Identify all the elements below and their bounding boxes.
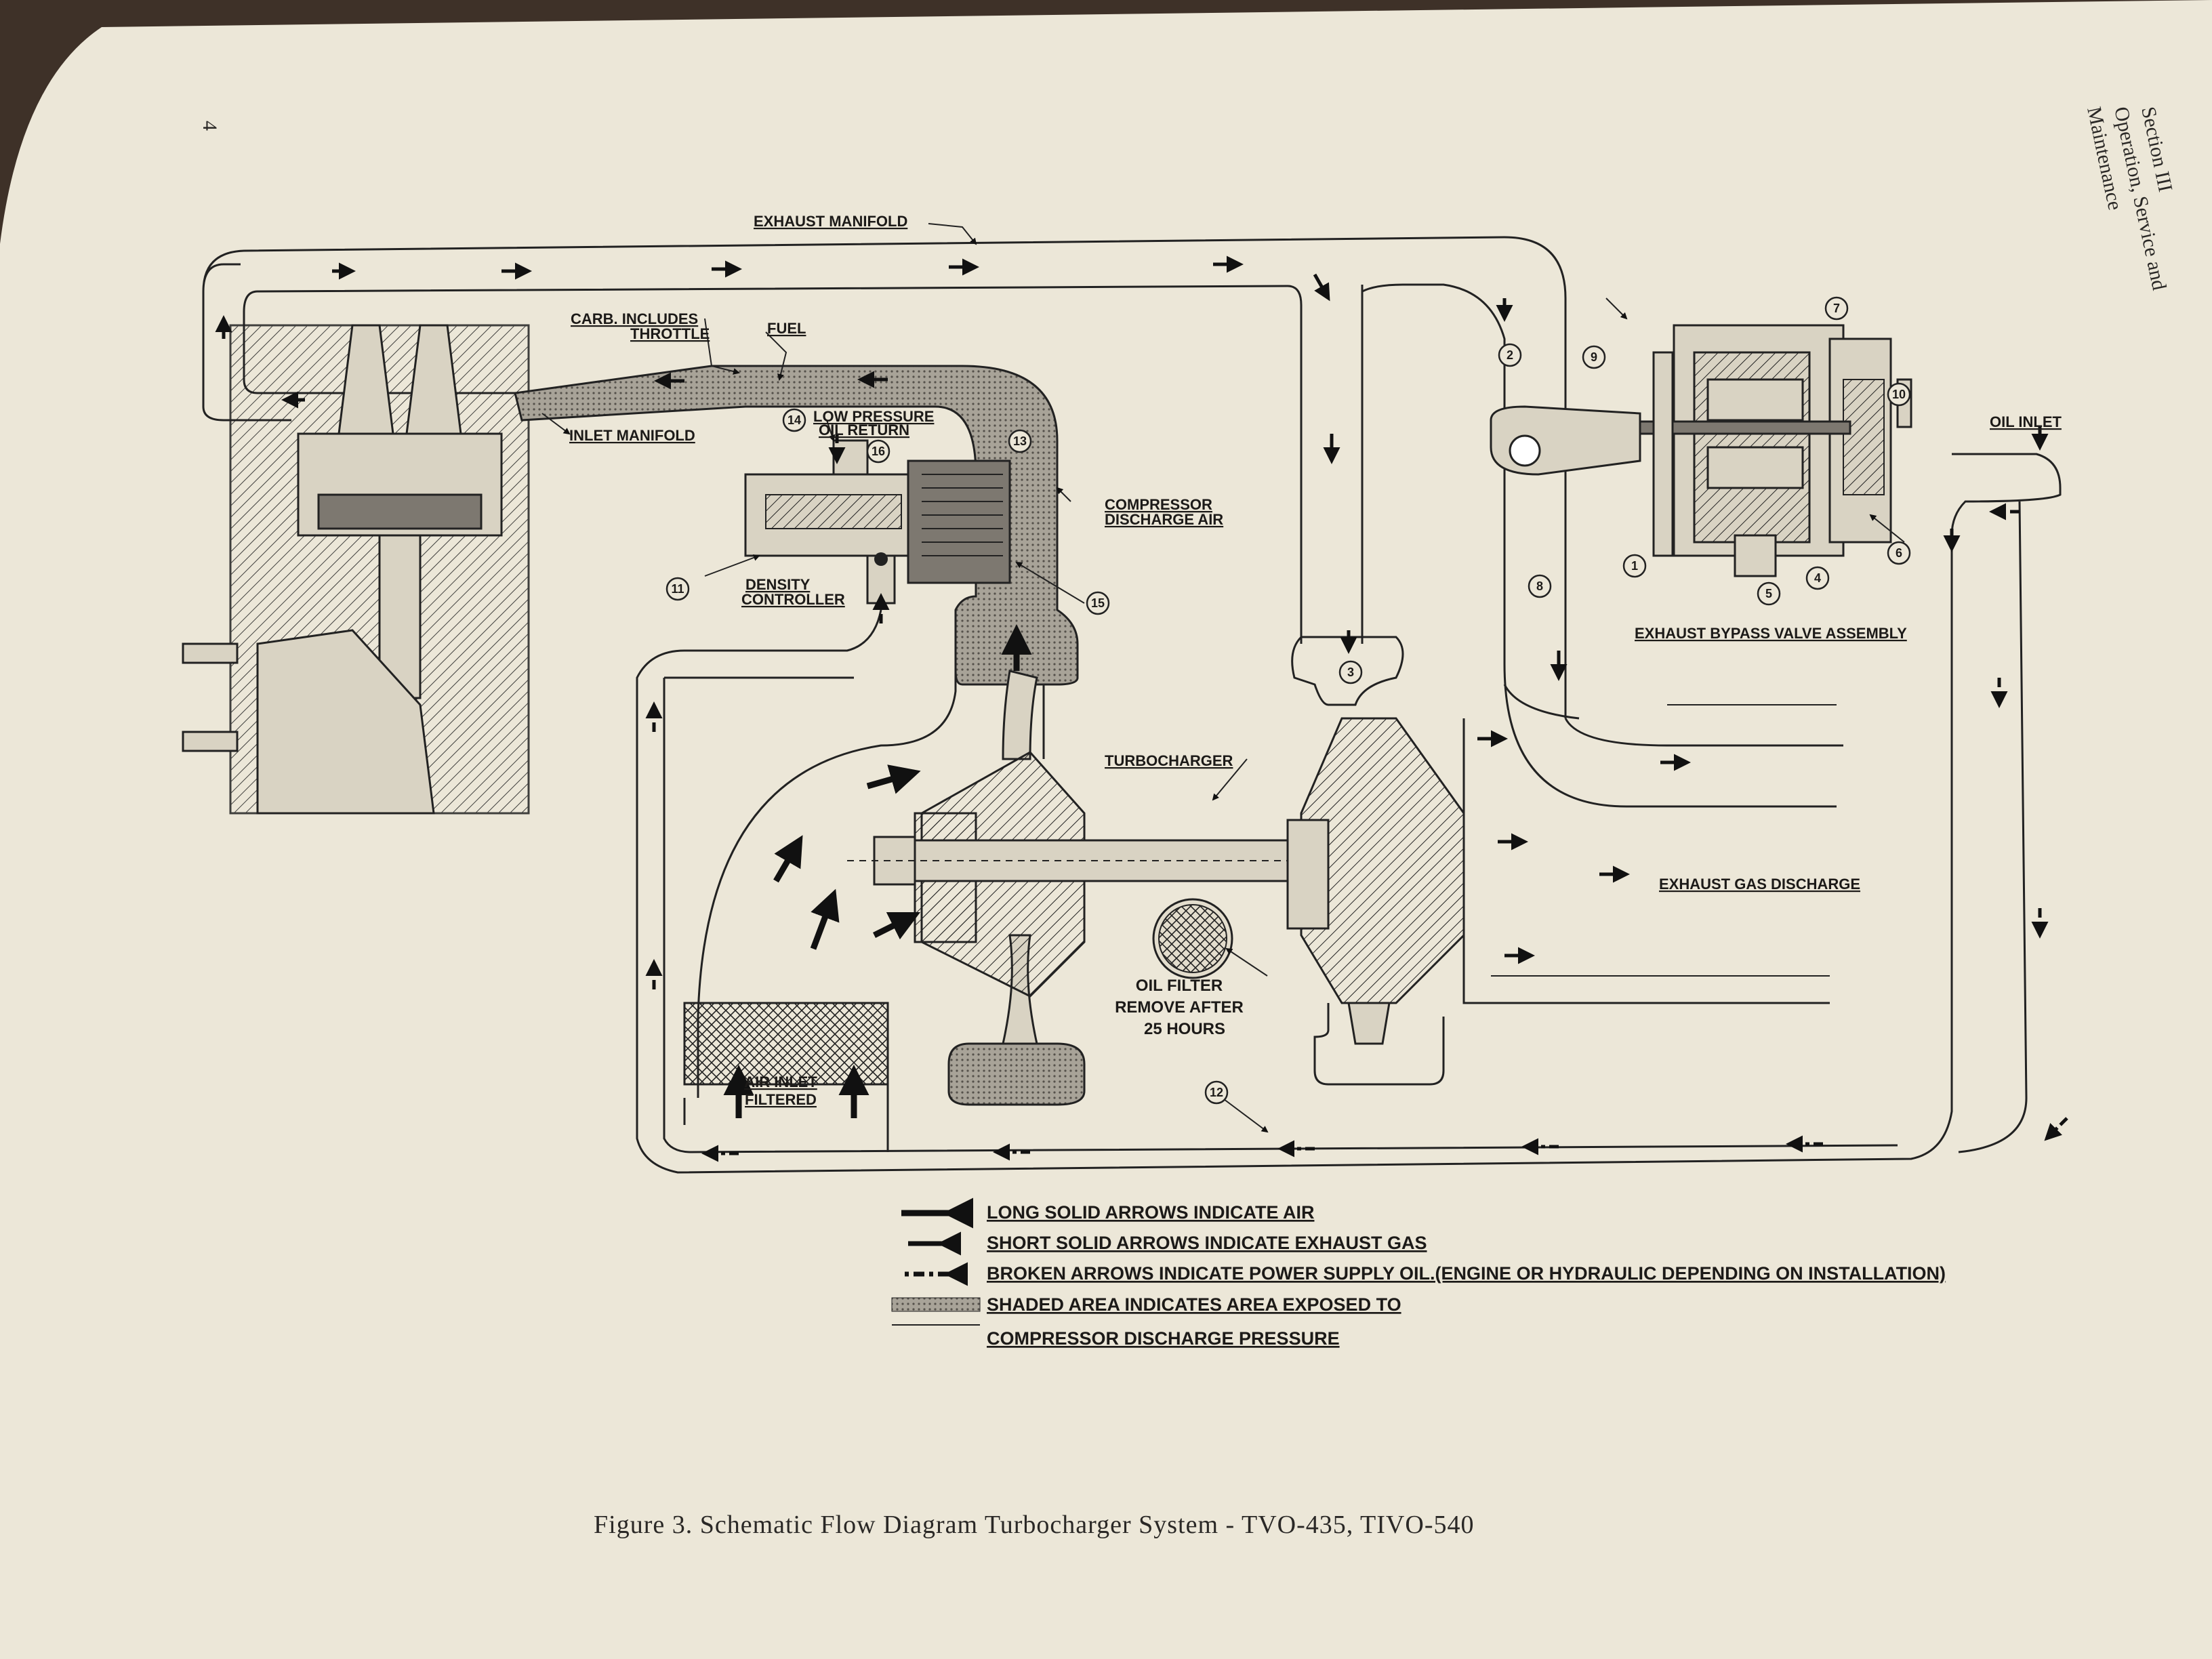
callout-3: 3 — [1338, 660, 1363, 684]
svg-text:7: 7 — [1833, 302, 1840, 315]
callout-7: 7 — [1824, 296, 1849, 321]
exhaust-bypass-valve — [1490, 324, 1912, 577]
callout-13: 13 — [1008, 429, 1032, 453]
callout-14: 14 — [782, 408, 806, 432]
label-compressor: COMPRESSOR — [1105, 496, 1212, 513]
callout-16: 16 — [866, 439, 890, 464]
legend-row-air: LONG SOLID ARROWS INDICATE AIR — [901, 1197, 1314, 1229]
svg-text:3: 3 — [1347, 665, 1354, 679]
engine-cylinder — [182, 324, 530, 815]
callout-5: 5 — [1757, 581, 1781, 606]
label-oil-return: OIL RETURN — [819, 422, 909, 438]
svg-text:BROKEN ARROWS INDICATE POWER S: BROKEN ARROWS INDICATE POWER SUPPLY OIL.… — [987, 1263, 1946, 1284]
svg-text:COMPRESSOR DISCHARGE PRESSURE: COMPRESSOR DISCHARGE PRESSURE — [987, 1328, 1340, 1349]
legend-row-continuation: COMPRESSOR DISCHARGE PRESSURE — [892, 1324, 1340, 1349]
air-inlet-filter — [683, 1002, 889, 1086]
label-remove-after: REMOVE AFTER — [1115, 998, 1244, 1017]
callout-12: 12 — [1204, 1080, 1229, 1105]
label-air-inlet: AIR INLET — [744, 1073, 817, 1090]
label-density: DENSITY — [745, 576, 811, 593]
label-oil-inlet: OIL INLET — [1990, 413, 2062, 430]
svg-text:13: 13 — [1013, 434, 1027, 448]
exhaust-manifold-pipe — [202, 236, 1567, 718]
svg-text:2: 2 — [1507, 348, 1513, 362]
svg-text:16: 16 — [872, 445, 885, 458]
page-number: 4 — [199, 121, 221, 131]
legend: LONG SOLID ARROWS INDICATE AIR SHORT SOL… — [891, 1197, 1946, 1349]
svg-text:8: 8 — [1536, 579, 1543, 593]
callout-15: 15 — [1086, 591, 1110, 615]
label-25-hours: 25 HOURS — [1144, 1020, 1225, 1038]
callout-4: 4 — [1805, 566, 1830, 590]
callout-8: 8 — [1528, 574, 1552, 598]
label-exhaust-gas-discharge: EXHAUST GAS DISCHARGE — [1659, 876, 1860, 893]
svg-text:14: 14 — [787, 413, 801, 427]
svg-text:SHORT SOLID ARROWS INDICATE EX: SHORT SOLID ARROWS INDICATE EXHAUST GAS — [987, 1233, 1427, 1253]
compressor-outlet-bottom — [947, 1042, 1086, 1106]
callout-11: 11 — [665, 577, 690, 601]
label-filtered: FILTERED — [745, 1091, 817, 1108]
svg-text:12: 12 — [1210, 1086, 1223, 1099]
svg-text:4: 4 — [1814, 571, 1821, 585]
svg-text:10: 10 — [1892, 388, 1906, 401]
legend-row-shaded: SHADED AREA INDICATES AREA EXPOSED TO — [891, 1294, 1401, 1315]
label-oil-filter: OIL FILTER — [1136, 977, 1223, 995]
svg-text:15: 15 — [1091, 596, 1105, 610]
air-flow-arrows — [723, 624, 1032, 1118]
leader-lines — [541, 223, 1905, 1133]
schematic-diagram: 1 2 3 4 5 6 7 8 9 10 11 12 13 14 15 16 E… — [182, 213, 2068, 1174]
svg-text:11: 11 — [671, 582, 684, 596]
oil-supply-line — [636, 453, 2062, 1174]
label-turbocharger: TURBOCHARGER — [1105, 752, 1233, 769]
callout-10: 10 — [1887, 382, 1911, 407]
label-controller: CONTROLLER — [741, 591, 845, 608]
label-fuel: FUEL — [767, 320, 806, 337]
svg-text:5: 5 — [1765, 587, 1772, 600]
callout-2: 2 — [1498, 343, 1522, 367]
oil-flow-arrows — [645, 427, 2068, 1162]
label-exhaust-manifold: EXHAUST MANIFOLD — [754, 213, 907, 230]
svg-text:SHADED AREA INDICATES AREA EXP: SHADED AREA INDICATES AREA EXPOSED TO — [987, 1294, 1401, 1315]
svg-text:6: 6 — [1896, 546, 1902, 560]
turbine-wheel — [1286, 717, 1465, 1004]
callout-6: 6 — [1887, 541, 1911, 565]
compressor-housing — [697, 671, 1045, 1098]
figure-caption: Figure 3. Schematic Flow Diagram Turboch… — [594, 1511, 1474, 1539]
label-low-pressure: LOW PRESSURE — [813, 408, 934, 425]
callout-1: 1 — [1622, 554, 1647, 578]
label-carb-line2: THROTTLE — [630, 325, 710, 342]
svg-text:9: 9 — [1591, 350, 1597, 364]
svg-text:LONG SOLID ARROWS INDICATE AIR: LONG SOLID ARROWS INDICATE AIR — [987, 1202, 1314, 1223]
callout-9: 9 — [1582, 345, 1606, 369]
oil-filter — [1152, 898, 1233, 979]
label-exhaust-bypass-valve: EXHAUST BYPASS VALVE ASSEMBLY — [1635, 625, 1907, 642]
legend-row-oil: BROKEN ARROWS INDICATE POWER SUPPLY OIL.… — [901, 1262, 1946, 1286]
legend-row-exhaust: SHORT SOLID ARROWS INDICATE EXHAUST GAS — [908, 1231, 1427, 1256]
callout-markers: 1 2 3 4 5 6 7 8 9 10 11 12 13 14 15 16 — [665, 296, 1911, 1105]
svg-text:1: 1 — [1631, 559, 1638, 573]
label-discharge-air: DISCHARGE AIR — [1105, 511, 1223, 528]
label-carb-line1: CARB. INCLUDES — [571, 310, 698, 327]
label-inlet-manifold: INLET MANIFOLD — [569, 427, 695, 444]
exhaust-flow-arrows — [215, 255, 1691, 964]
